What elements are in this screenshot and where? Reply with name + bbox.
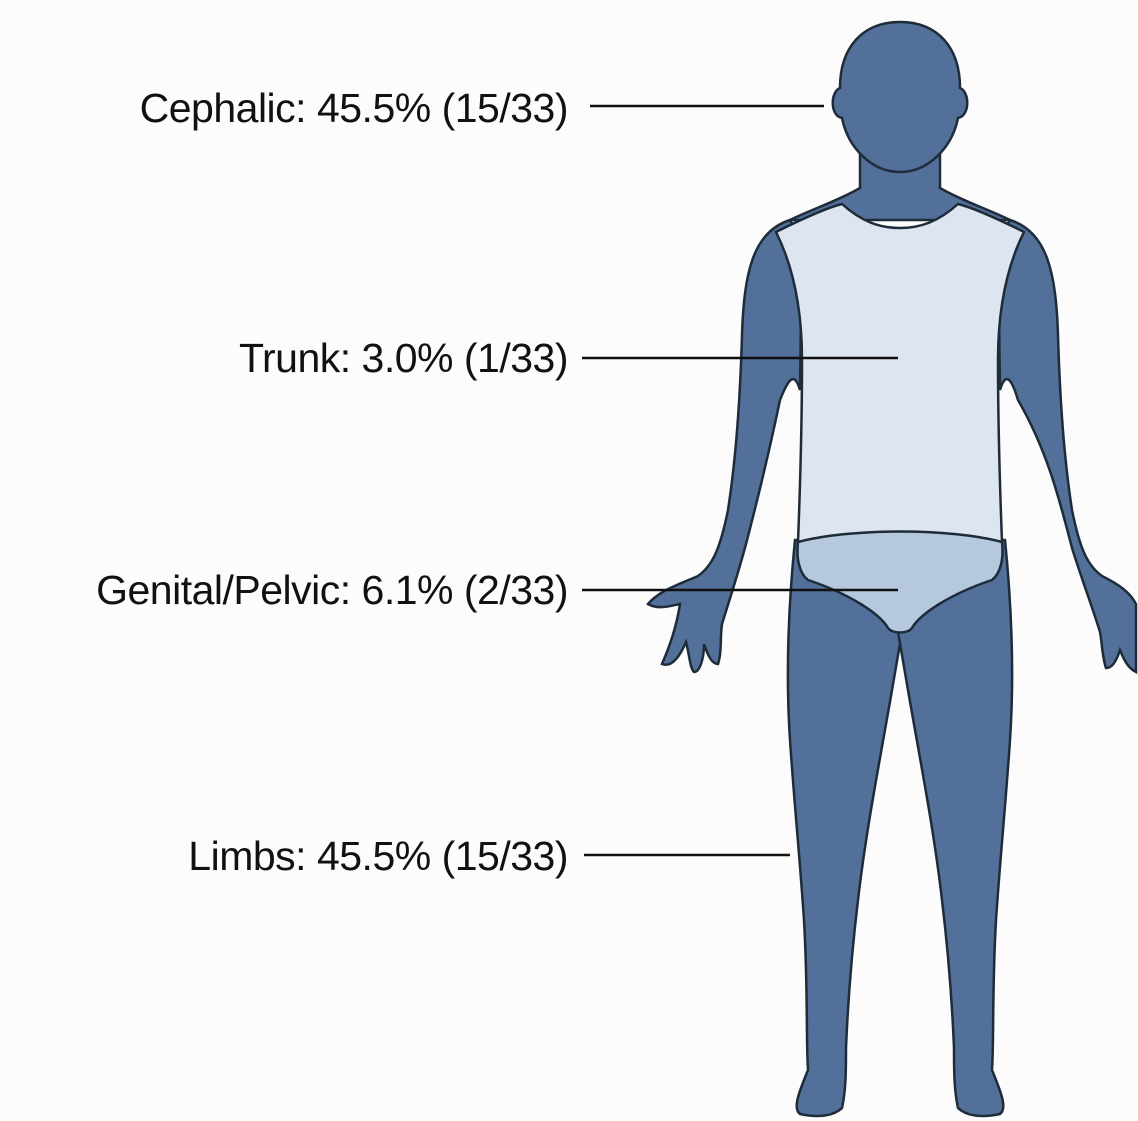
left-leg — [788, 540, 902, 1116]
cephalic-label: Cephalic: 45.5% (15/33) — [140, 84, 568, 132]
genital-pelvic-label: Genital/Pelvic: 6.1% (2/33) — [96, 566, 568, 614]
right-arm — [998, 220, 1136, 672]
limbs-label: Limbs: 45.5% (15/33) — [188, 832, 568, 880]
trunk-label: Trunk: 3.0% (1/33) — [239, 334, 568, 382]
head — [833, 22, 968, 172]
right-leg — [898, 540, 1012, 1116]
left-arm — [648, 220, 802, 672]
trunk-region — [776, 204, 1024, 542]
